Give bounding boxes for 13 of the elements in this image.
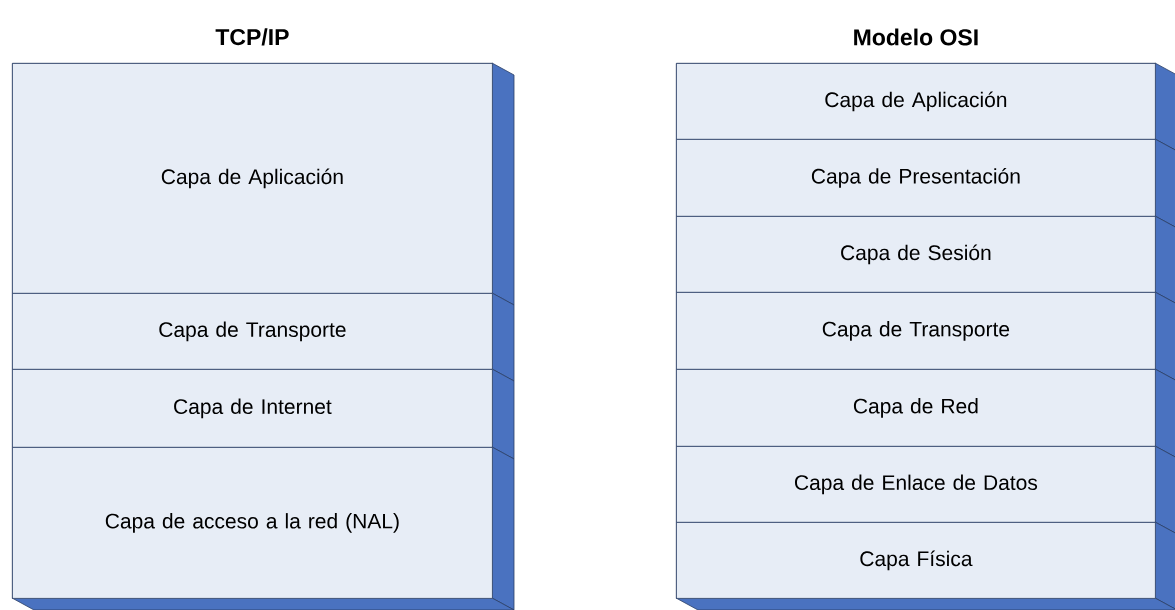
layer-box: Capa de Transporte — [12, 292, 515, 382]
node-label: TCP/IP — [215, 28, 289, 46]
layer-box: Capa de Enlace de Datos — [676, 445, 1175, 535]
node-label: Modelo OSI — [854, 28, 978, 46]
layer-box: Capa de Aplicación — [12, 62, 515, 306]
layer-box: Capa de Transporte — [676, 291, 1175, 382]
layer-box: Capa de acceso a la red (NAL) — [11, 446, 515, 610]
layer-box: Capa de Red — [676, 368, 1175, 459]
layer-box: Capa de Aplicación — [676, 62, 1175, 152]
layer-box: Capa de Presentación — [676, 138, 1175, 229]
layer-box: Capa de Sesión — [676, 215, 1175, 305]
layer-box: Capa Física — [675, 521, 1175, 610]
layer-box: Capa de Internet — [12, 368, 515, 460]
